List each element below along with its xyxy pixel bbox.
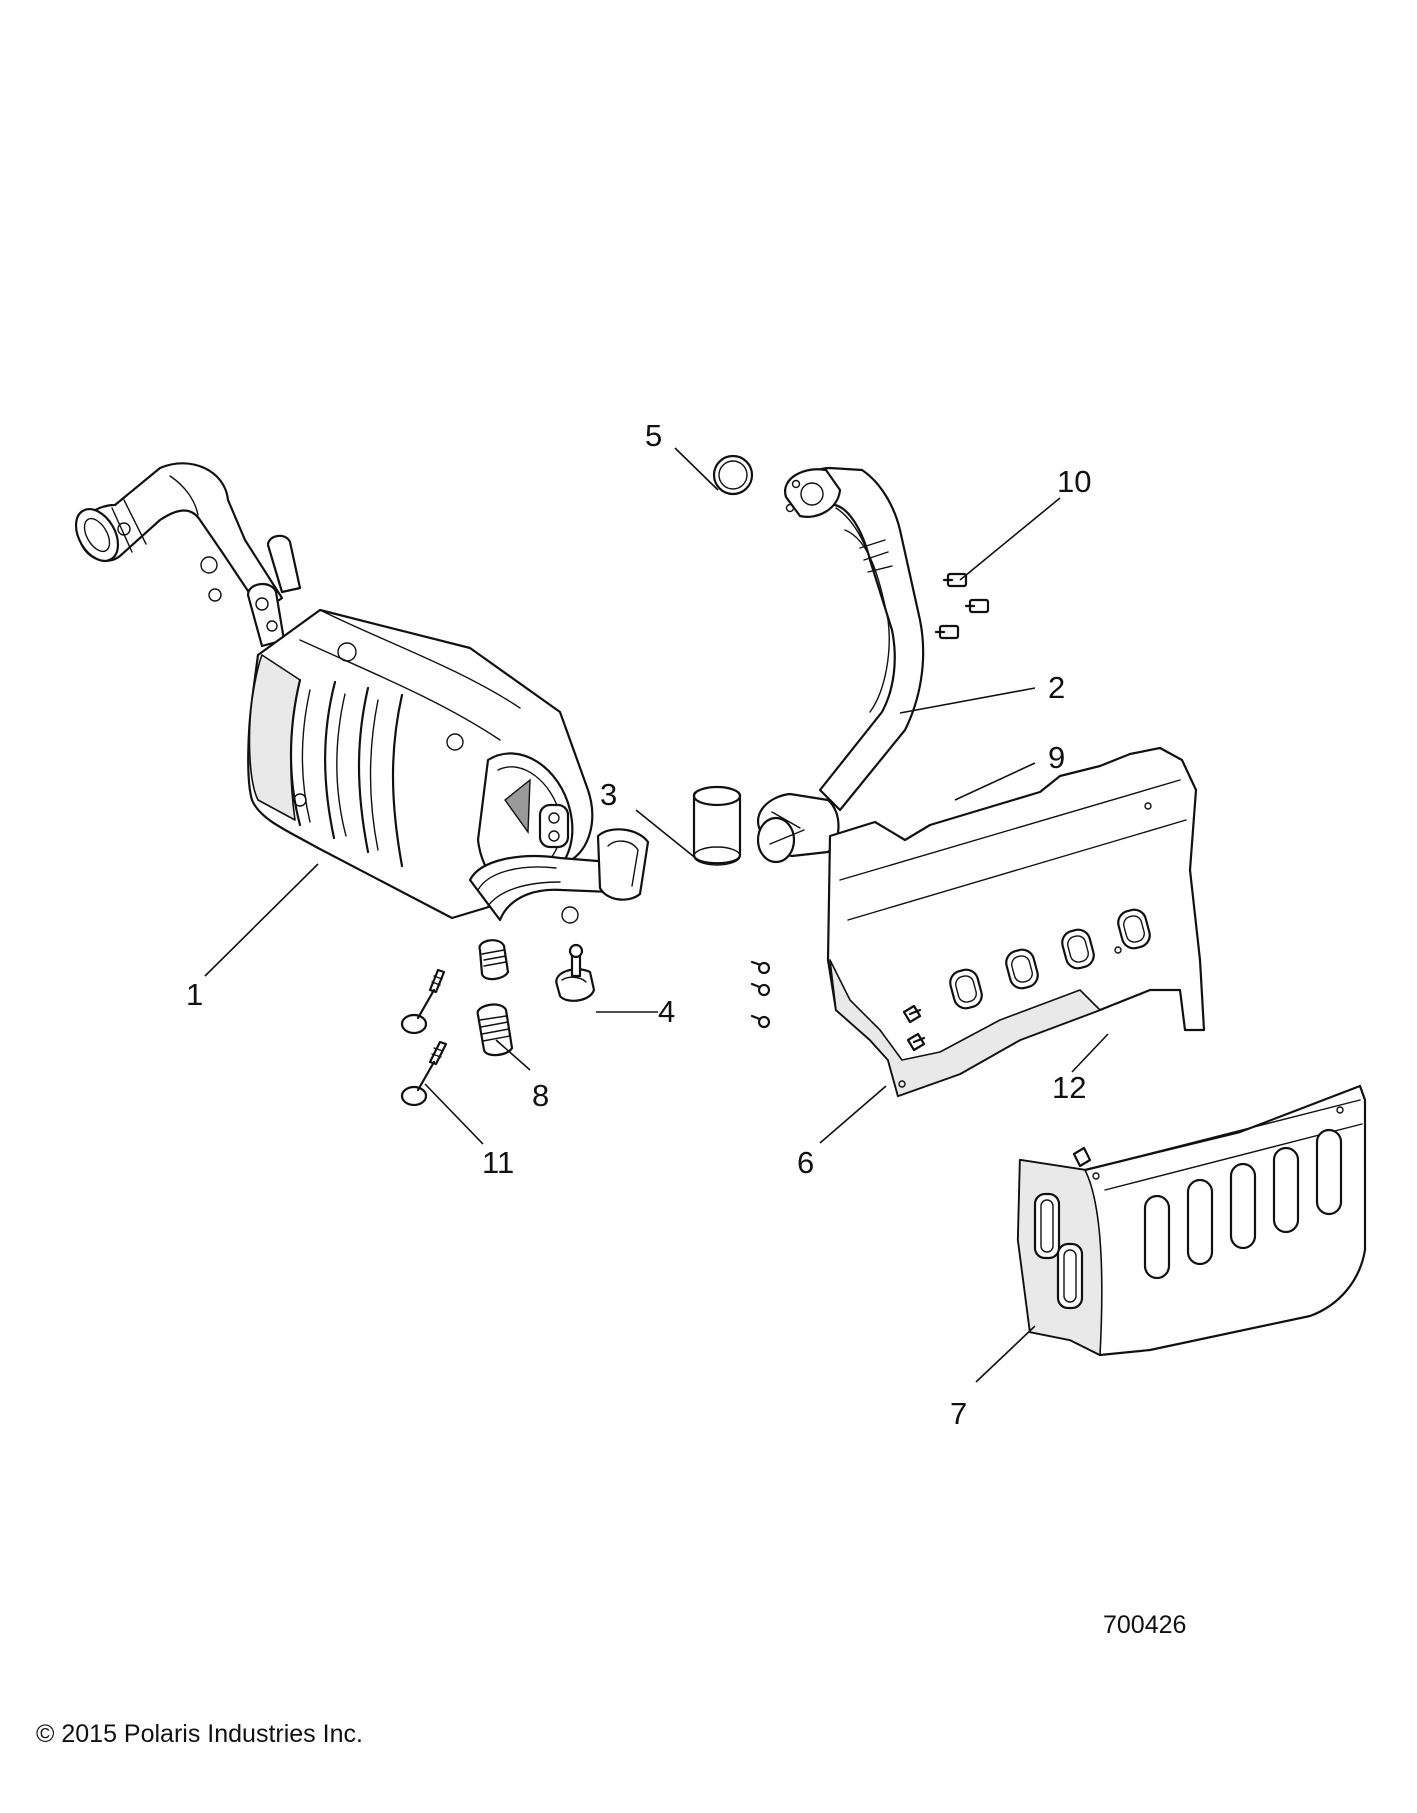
callout-3: 3 bbox=[600, 777, 617, 812]
spring-upper bbox=[478, 939, 510, 981]
part-1-muffler-assembly bbox=[74, 462, 650, 924]
callout-1: 1 bbox=[186, 977, 203, 1012]
part-5-o-ring bbox=[712, 454, 754, 496]
drawing-id: 700426 bbox=[1103, 1611, 1186, 1639]
part-10-bolts bbox=[934, 572, 990, 640]
part-9-screws bbox=[750, 960, 771, 1029]
part-8-springs bbox=[476, 939, 514, 1057]
screw-1 bbox=[750, 960, 771, 975]
part-11-flange-bolts bbox=[400, 968, 448, 1107]
bolt-3 bbox=[934, 624, 960, 640]
fastener-lower bbox=[906, 1032, 926, 1052]
callout-labels: 1 2 3 4 5 6 7 8 9 10 11 12 bbox=[186, 418, 1091, 1431]
callout-6: 6 bbox=[797, 1145, 814, 1180]
callout-5: 5 bbox=[645, 418, 662, 453]
callout-9: 9 bbox=[1048, 740, 1065, 775]
screw-2 bbox=[750, 982, 771, 997]
bolt-1 bbox=[942, 572, 968, 588]
flange-bolt-upper bbox=[400, 968, 446, 1035]
callout-11: 11 bbox=[482, 1145, 514, 1180]
leader-lines bbox=[204, 447, 1109, 1383]
part-3-gasket bbox=[692, 785, 742, 866]
callout-8: 8 bbox=[532, 1078, 549, 1113]
part-4-grommet bbox=[555, 943, 596, 1002]
fastener-upper bbox=[902, 1004, 922, 1024]
spring-lower bbox=[476, 1003, 514, 1057]
bolt-2 bbox=[964, 598, 990, 614]
callout-4: 4 bbox=[658, 994, 675, 1029]
flange-bolt-lower bbox=[400, 1040, 448, 1107]
screw-3 bbox=[750, 1014, 771, 1029]
part-6-heat-shield bbox=[826, 746, 1206, 1098]
copyright-notice: © 2015 Polaris Industries Inc. bbox=[36, 1720, 363, 1748]
part-2-exhaust-pipe bbox=[756, 466, 925, 864]
callout-2: 2 bbox=[1048, 670, 1065, 705]
part-7-heat-shield bbox=[1016, 1084, 1367, 1357]
callout-12: 12 bbox=[1052, 1070, 1086, 1105]
part-12-fasteners bbox=[902, 1004, 926, 1052]
callout-7: 7 bbox=[950, 1396, 967, 1431]
callout-10: 10 bbox=[1057, 464, 1091, 499]
